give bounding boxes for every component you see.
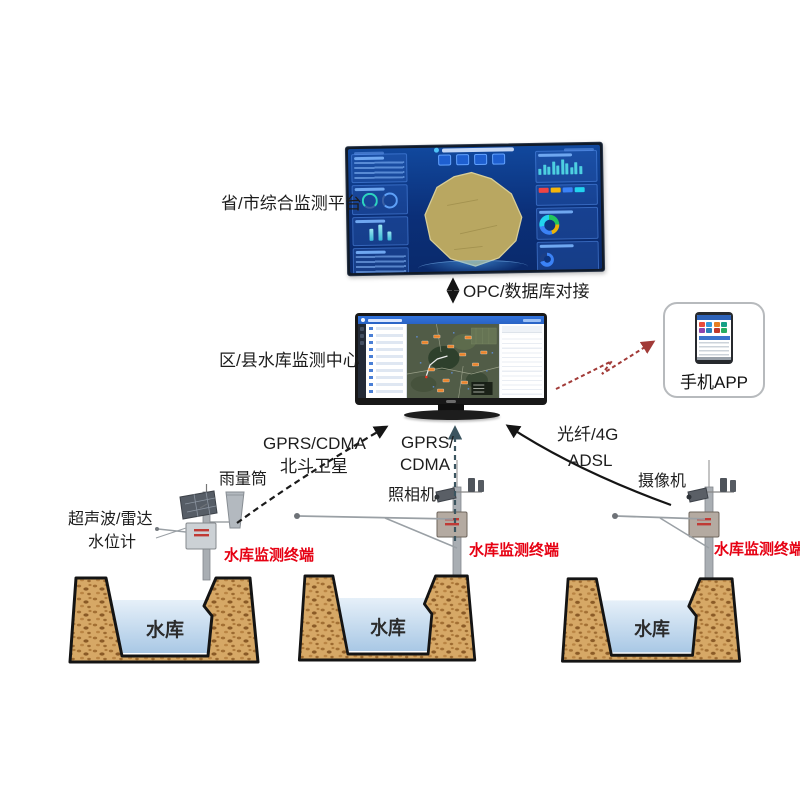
earth-bank	[68, 576, 260, 664]
legend-red-icon	[538, 187, 549, 194]
sensor-instrument	[730, 480, 736, 492]
monitor-stand-neck	[438, 404, 464, 413]
satellite-map-graphic	[406, 323, 500, 398]
mobile-app-card: 手机APP	[663, 302, 765, 398]
photo-camera-label: 照相机	[388, 487, 437, 504]
secondary-donut-panel	[536, 240, 600, 274]
terminal-label-right: 水库监测终端	[714, 541, 800, 558]
terminal-label-left: 水库监测终端	[224, 547, 315, 564]
rain-info-panel	[351, 153, 408, 184]
water	[337, 598, 432, 651]
rain-gauge-label: 雨量筒	[219, 471, 268, 488]
gauge-icon	[381, 192, 398, 210]
map-tool-buttons	[437, 153, 505, 166]
province-map-area	[409, 165, 535, 274]
water	[111, 600, 212, 653]
sensor-arm	[157, 528, 187, 533]
phone-app-banner	[698, 335, 730, 340]
gis-layer-tree-panel	[366, 324, 407, 398]
dashboard-center	[409, 151, 535, 274]
solar-panel-icon	[179, 490, 218, 520]
gis-monitor-ui	[358, 316, 544, 398]
map-tool-icon	[437, 154, 451, 166]
earth-bank	[297, 574, 477, 662]
water-level-label-line1: 超声波/雷达	[68, 511, 153, 528]
dashboard-body	[348, 149, 602, 274]
right-reservoir: 水库	[561, 577, 742, 663]
current-position-dot	[425, 375, 428, 379]
map-speckles	[416, 332, 494, 390]
bar-chart-panel	[534, 149, 598, 184]
gis-logo-icon	[361, 318, 365, 322]
earth-bank	[561, 577, 742, 663]
donut-stats-panel	[535, 206, 599, 240]
left-monitoring-station	[155, 484, 245, 581]
sensor-instrument	[720, 478, 727, 492]
donut-chart-icon	[539, 214, 560, 236]
phone-app-ui	[697, 315, 731, 360]
legend-yellow-icon	[550, 187, 561, 193]
legend-cyan-icon	[574, 187, 585, 193]
gis-title-text-blur	[368, 318, 402, 322]
gis-data-table-panel	[499, 324, 544, 398]
layer-checkboxes	[369, 327, 373, 395]
map-legend-box	[471, 382, 493, 395]
middle-reservoir: 水库	[297, 574, 477, 662]
table-header-blur	[502, 326, 542, 333]
legend-blue-icon	[562, 187, 573, 193]
gauge-icon	[361, 193, 378, 210]
station-markers	[421, 334, 488, 393]
map-tool-icon	[491, 153, 505, 165]
platform-label: 省/市综合监测平台	[221, 194, 362, 213]
phone-app-icon-grid	[697, 320, 731, 335]
reservoir-label: 水库	[634, 618, 670, 639]
right-monitoring-station	[612, 460, 736, 580]
water-level-label-line2: 水位计	[88, 534, 137, 551]
left-reservoir: 水库	[68, 576, 260, 664]
link-right-line2: ADSL	[568, 451, 613, 470]
sensor-arm	[297, 515, 454, 520]
dashboard-ui	[347, 144, 603, 274]
dashboard-right-column	[534, 149, 600, 274]
gis-body	[358, 323, 544, 398]
reservoir-label: 水库	[370, 616, 405, 638]
terminal-label-middle: 水库监测终端	[469, 542, 560, 559]
county-center-monitor	[355, 313, 547, 405]
gis-left-toolbar	[358, 324, 366, 398]
opc-link-label: OPC/数据库对接	[463, 282, 590, 301]
link-mid-line2: CDMA	[400, 455, 451, 474]
video-camera-label: 摄像机	[638, 473, 687, 490]
status-list-panel	[352, 247, 410, 274]
map-tool-icon	[473, 153, 487, 166]
map-tool-icon	[455, 154, 469, 166]
gis-toolbar-blur	[523, 318, 541, 322]
sensor-instrument	[468, 478, 475, 492]
phone-app-header	[697, 315, 731, 320]
smartphone-icon	[695, 312, 733, 364]
phone-app-footer	[697, 356, 731, 360]
donut-chart-icon	[539, 252, 555, 267]
province-platform-screen	[344, 141, 606, 277]
monitor-stand-base	[404, 410, 500, 420]
center-label: 区/县水库监测中心	[219, 351, 360, 370]
legend-chip-panel	[535, 184, 598, 206]
sensor-instrument	[478, 480, 484, 492]
gis-satellite-map	[406, 323, 500, 398]
link-left-line2: 北斗卫星	[280, 457, 348, 476]
link-right-line1: 光纤/4G	[557, 425, 619, 444]
reservoir-label: 水库	[146, 618, 184, 641]
app-red-zigzag-arrow	[555, 340, 656, 390]
layer-labels-blur	[376, 327, 403, 395]
link-mid-line1: GPRS/	[401, 433, 454, 452]
phone-app-label: 手机APP	[679, 373, 749, 392]
phone-app-list-blur	[699, 341, 729, 356]
province-map-shape	[424, 171, 523, 267]
water	[601, 600, 697, 653]
cylinder-chart-panel	[352, 215, 409, 247]
link-left-line1: GPRS/CDMA	[263, 434, 366, 453]
table-rows-blur	[502, 335, 542, 397]
gis-titlebar	[358, 316, 544, 324]
